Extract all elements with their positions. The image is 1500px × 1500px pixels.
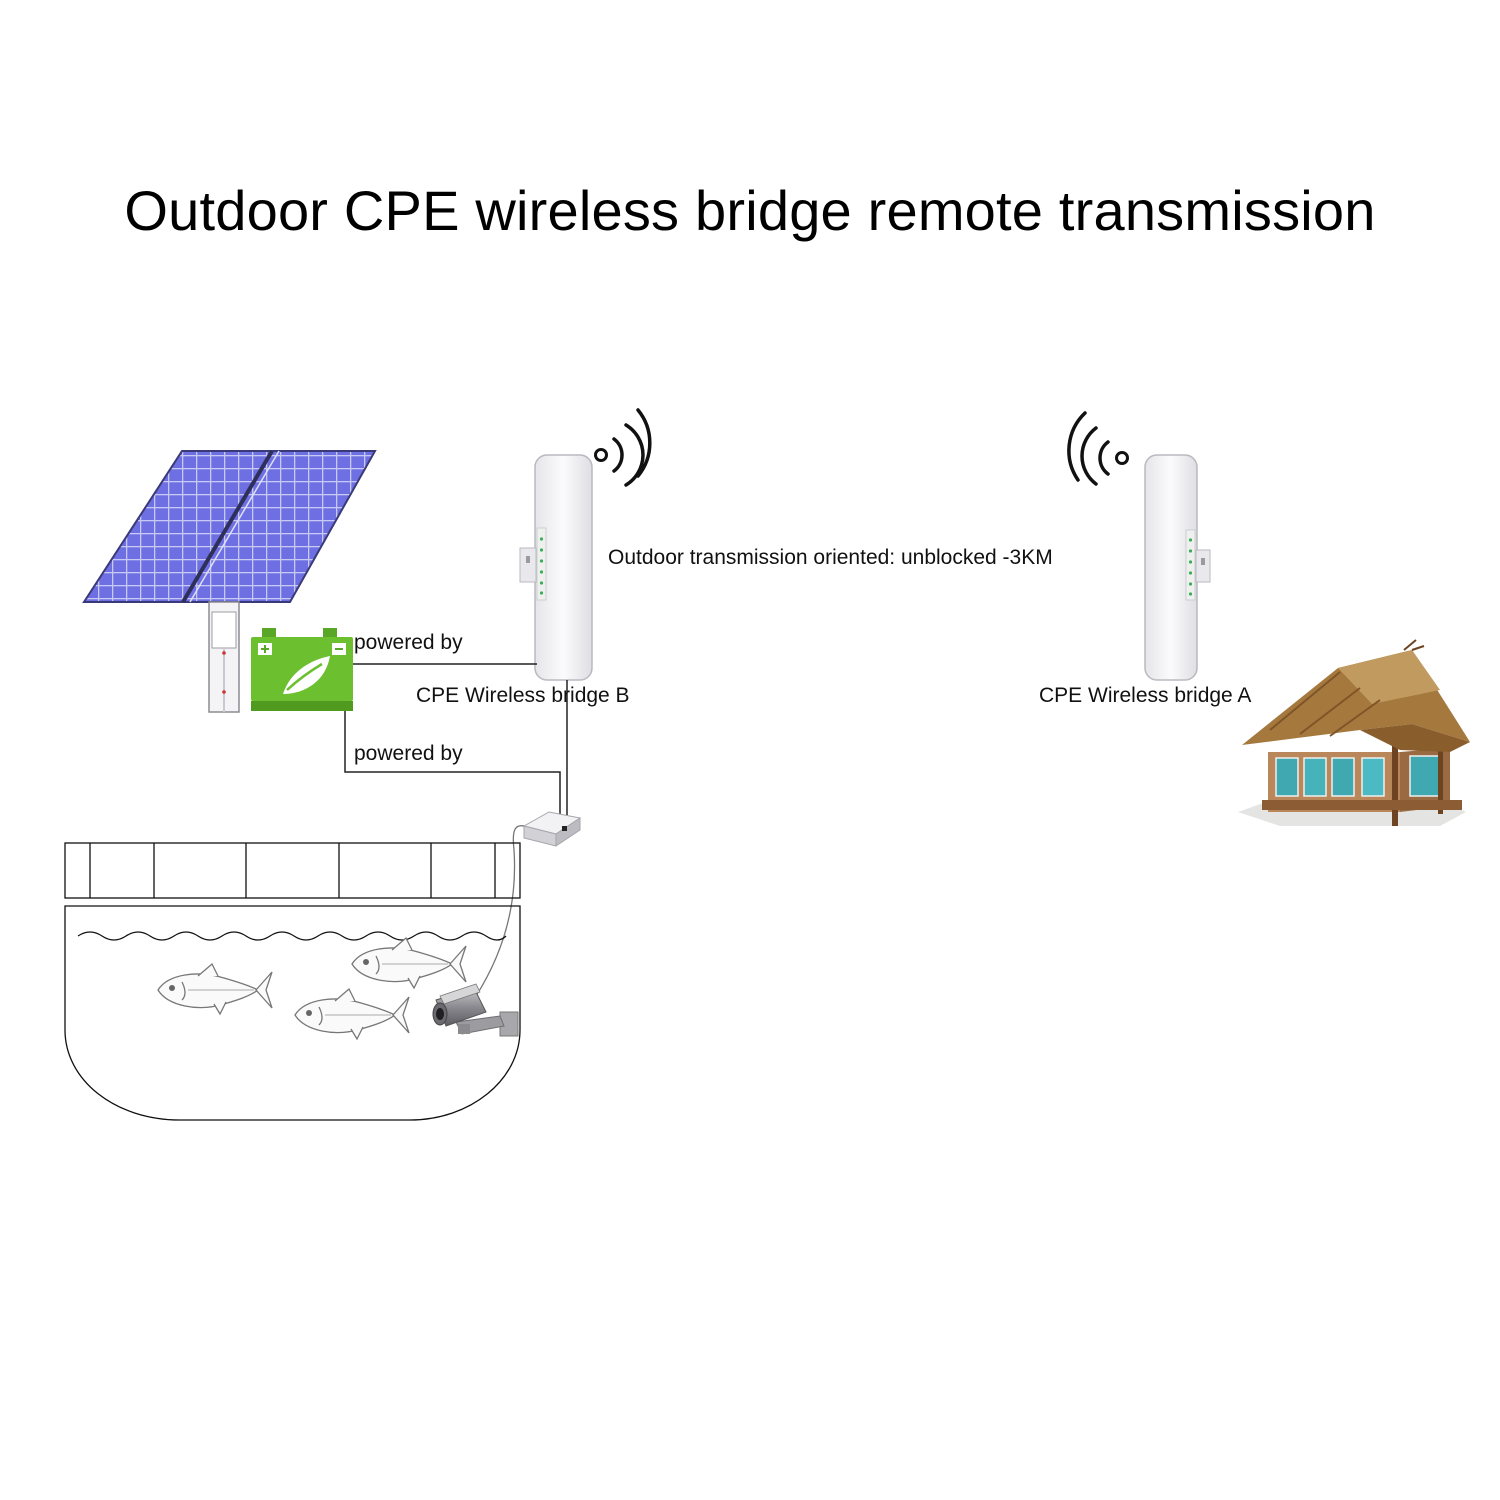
bridge-a-label: CPE Wireless bridge A	[1039, 684, 1252, 707]
camera-cable	[475, 825, 525, 997]
solar-panel-icon	[82, 449, 377, 713]
cpe-device-a-icon	[1144, 454, 1211, 681]
fish-pond-icon	[64, 905, 521, 1121]
bridge-b-label: CPE Wireless bridge B	[416, 684, 630, 707]
powered-by-label-bottom: powered by	[354, 742, 463, 765]
house-icon	[1238, 639, 1470, 826]
wifi-signal-b-icon	[594, 408, 652, 487]
wifi-signal-a-icon	[1067, 411, 1129, 486]
fish-icon	[157, 936, 467, 1041]
poe-box-icon	[522, 811, 582, 847]
pond-railing	[64, 842, 521, 899]
cpe-device-b-icon	[519, 454, 593, 681]
power-wires	[344, 663, 568, 822]
battery-icon	[251, 628, 353, 711]
diagram-title: Outdoor CPE wireless bridge remote trans…	[124, 179, 1376, 242]
powered-by-label-top: powered by	[354, 631, 463, 654]
camera-icon	[432, 983, 519, 1037]
transmission-label: Outdoor transmission oriented: unblocked…	[608, 546, 1053, 569]
